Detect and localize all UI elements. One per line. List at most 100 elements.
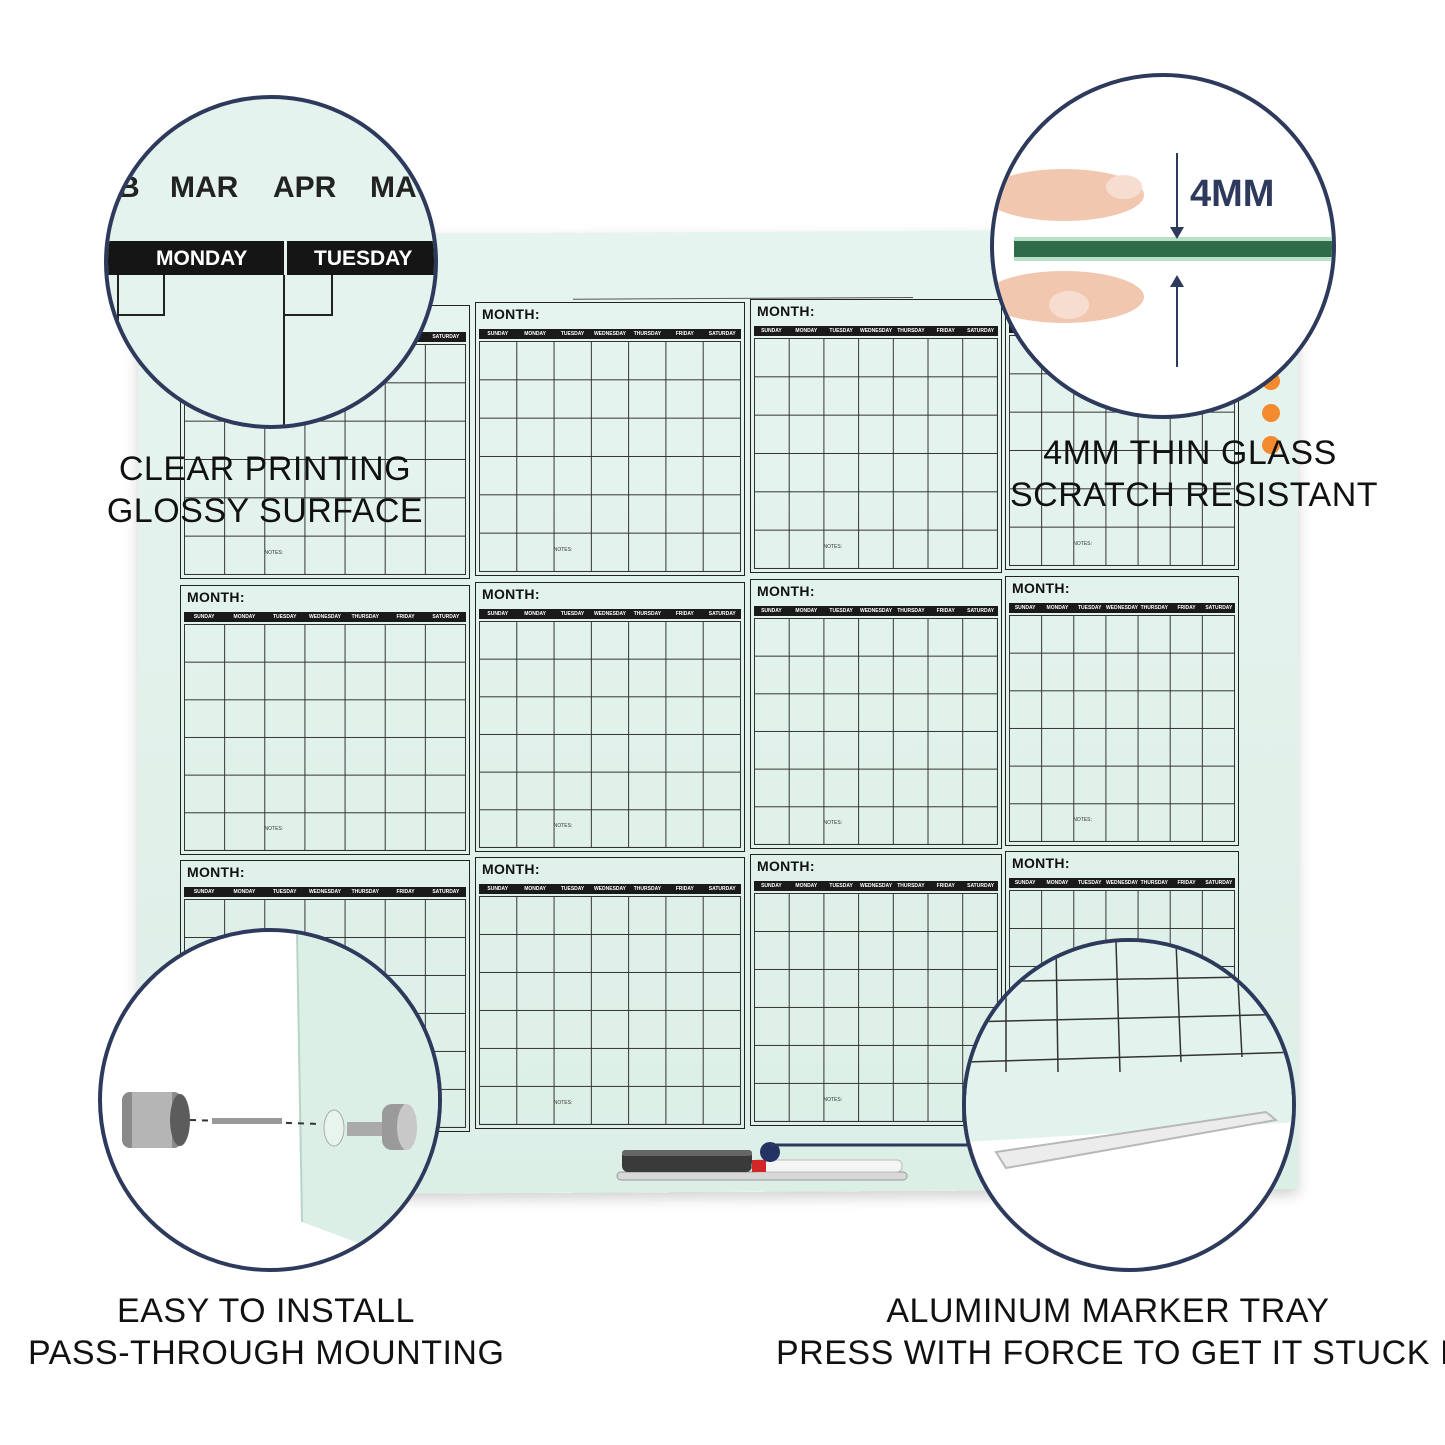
day-grid: [1009, 615, 1235, 842]
day-grid: [184, 624, 466, 851]
glass-thickness-icon: [994, 153, 1332, 367]
magnet-dot: [1262, 436, 1280, 454]
weekday-label: FRIDAY: [936, 608, 955, 614]
weekday-label: THURSDAY: [351, 614, 379, 620]
weekday-label: TUESDAY: [1077, 880, 1102, 886]
weekday-label: SUNDAY: [761, 608, 782, 614]
day-grid: [479, 621, 741, 848]
callout-marker-tray: [962, 938, 1296, 1272]
weekday-label: MONDAY: [233, 889, 256, 895]
notes-label: NOTES:: [553, 1100, 573, 1106]
caption-line: CLEAR PRINTING: [118, 450, 412, 488]
weekday-label: WEDNESDAY: [593, 331, 626, 337]
weekday-label: THURSDAY: [897, 328, 925, 334]
weekday-label: MONDAY: [524, 886, 547, 892]
weekday-label: SATURDAY: [1205, 605, 1233, 611]
weekday-label: TUESDAY: [829, 883, 853, 889]
weekday-label: SATURDAY: [967, 883, 995, 889]
weekday-label: SATURDAY: [432, 334, 460, 340]
weekday-label: SUNDAY: [761, 328, 782, 334]
weekday-label: THURSDAY: [633, 331, 662, 337]
weekday-label: SUNDAY: [487, 331, 509, 337]
weekday-label: MONDAY: [795, 883, 818, 889]
marker-and-eraser-icon: [616, 1142, 908, 1181]
weekday-label: THURSDAY: [1140, 880, 1168, 886]
notes-label: NOTES:: [553, 547, 573, 553]
weekday-label: FRIDAY: [936, 328, 955, 334]
weekday-label: WEDNESDAY: [593, 611, 626, 617]
weekday-label: TUESDAY: [560, 611, 585, 617]
magnet-dot: [1262, 404, 1280, 422]
weekday-label: WEDNESDAY: [308, 614, 341, 620]
month-label: MONTH:: [757, 858, 815, 874]
notes-label: NOTES:: [1073, 817, 1092, 823]
caption-mounting: EASY TO INSTALL PASS-THROUGH MOUNTING: [28, 1290, 504, 1374]
notes-label: NOTES:: [1073, 541, 1092, 547]
callout-mounting: [98, 928, 442, 1272]
weekday-label: FRIDAY: [675, 886, 694, 892]
weekday-label: MONDAY: [1046, 605, 1069, 611]
weekday-label: THURSDAY: [633, 611, 662, 617]
caption-line: 4MM THIN GLASS: [1043, 434, 1337, 472]
weekday-label: THURSDAY: [897, 883, 925, 889]
marker-tray: [612, 1140, 912, 1190]
month-label: MONTH:: [757, 303, 815, 319]
day-grid: [754, 893, 998, 1122]
weekday-label: MONDAY: [233, 614, 256, 620]
callout-thin-glass: 4MM: [990, 73, 1336, 419]
weekday-label: FRIDAY: [396, 614, 415, 620]
caption-line: GLOSSY SURFACE: [106, 492, 424, 530]
weekday-label: SATURDAY: [708, 331, 736, 337]
month-label: MONTH:: [482, 586, 540, 602]
weekday-label: TUESDAY: [560, 886, 585, 892]
day-grid: [754, 618, 998, 845]
weekday-label: FRIDAY: [675, 331, 694, 337]
weekday-label: FRIDAY: [1177, 605, 1196, 611]
weekday-label: WEDNESDAY: [859, 608, 893, 614]
notes-label: NOTES:: [823, 544, 843, 550]
weekday-label: WEDNESDAY: [1105, 605, 1138, 611]
notes-label: NOTES:: [823, 1097, 843, 1103]
zoomed-grid-lines: [117, 275, 333, 425]
weekday-label: TUESDAY: [829, 328, 853, 334]
weekday-label: SATURDAY: [432, 889, 460, 895]
weekday-label: WEDNESDAY: [859, 328, 893, 334]
weekday-label: FRIDAY: [1177, 880, 1196, 886]
weekday-label: TUESDAY: [272, 889, 297, 895]
caption-clear-printing: CLEAR PRINTING GLOSSY SURFACE: [95, 448, 435, 532]
notes-label: NOTES:: [823, 820, 843, 826]
weekday-label: FRIDAY: [396, 889, 415, 895]
weekday-label: SUNDAY: [761, 883, 782, 889]
weekday-label: TUESDAY: [829, 608, 853, 614]
caption-line: SCRATCH RESISTANT: [1010, 476, 1379, 514]
month-label: MONTH:: [1012, 580, 1070, 596]
weekday-label: THURSDAY: [633, 886, 662, 892]
month-abbrev: APR: [273, 171, 337, 204]
month-label: MONTH:: [482, 861, 540, 877]
month-abbrev: MAR: [170, 171, 239, 204]
day-label: MONDAY: [156, 247, 248, 270]
weekday-label: SATURDAY: [967, 608, 995, 614]
notes-label: NOTES:: [553, 823, 573, 829]
day-grid: [754, 338, 998, 569]
caption-line: PRESS WITH FORCE TO GET IT STUCK IN: [776, 1334, 1445, 1372]
weekday-label: SUNDAY: [1014, 605, 1036, 611]
notes-label: NOTES:: [264, 550, 284, 556]
weekday-label: WEDNESDAY: [593, 886, 626, 892]
weekday-label: FRIDAY: [936, 883, 955, 889]
weekday-label: TUESDAY: [272, 614, 297, 620]
